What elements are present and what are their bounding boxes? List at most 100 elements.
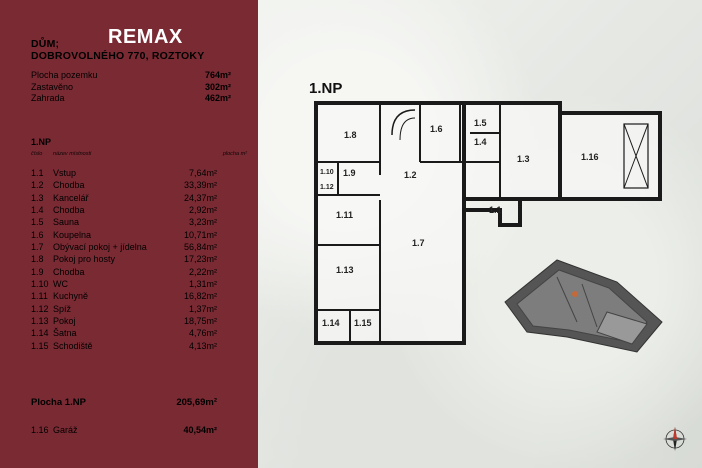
- room-row: 1.11 Kuchyně 16,82m²: [31, 290, 217, 302]
- room-area: 1,31m²: [188, 279, 217, 290]
- room-row: 1.12 Spíž 1,37m²: [31, 303, 217, 315]
- room-area: 2,22m²: [188, 266, 217, 277]
- garage-number: 1.16: [31, 425, 49, 435]
- room-name: Kuchyně: [53, 291, 89, 302]
- info-panel: [0, 0, 258, 468]
- header-room: název místnosti: [53, 151, 92, 157]
- room-name: Chodba: [53, 180, 85, 191]
- floor-total: Plocha 1.NP 205,69m²: [31, 397, 217, 408]
- room-area: 16,82m²: [183, 291, 217, 302]
- room-number: 1.8: [31, 254, 44, 265]
- table-header: číslo název místnosti plocha m²: [31, 151, 247, 157]
- room-number: 1.12: [31, 303, 49, 314]
- info-value: 764m²: [204, 70, 231, 80]
- room-row: 1.5 Sauna 3,23m²: [31, 216, 217, 228]
- plan-label-1-9: 1.9: [343, 168, 356, 178]
- room-name: Schodiště: [53, 340, 93, 351]
- room-number: 1.13: [31, 316, 49, 327]
- room-area: 4,76m²: [188, 328, 217, 339]
- room-area: 4,13m²: [188, 340, 217, 351]
- room-number: 1.9: [31, 266, 44, 277]
- room-row: 1.10 WC 1,31m²: [31, 278, 217, 290]
- room-number: 1.3: [31, 192, 44, 203]
- plan-label-1-3: 1.3: [517, 154, 530, 164]
- plan-label-1-16: 1.16: [581, 152, 599, 162]
- info-row: Plocha pozemku 764m²: [31, 70, 231, 82]
- room-name: Kancelář: [53, 192, 89, 203]
- garage-area: 40,54m²: [183, 425, 217, 435]
- room-number: 1.2: [31, 180, 44, 191]
- room-number: 1.11: [31, 291, 48, 302]
- room-area: 33,39m²: [183, 180, 217, 191]
- room-row: 1.2 Chodba 33,39m²: [31, 179, 217, 191]
- plan-label-1-12: 1.12: [320, 184, 334, 191]
- plan-label-1-11: 1.11: [336, 210, 353, 220]
- room-area: 1,37m²: [188, 303, 217, 314]
- info-label: Zastavěno: [31, 81, 74, 92]
- floor-heading: 1.NP: [31, 137, 52, 147]
- room-number: 1.10: [31, 279, 49, 290]
- room-number: 1.4: [31, 205, 44, 216]
- floor-plan: 1.8 1.6 1.5 1.4 1.3 1.16 1.2 1.10 1.9 1.…: [314, 101, 662, 345]
- plan-label-1-6: 1.6: [430, 124, 443, 134]
- header-area: plocha m²: [222, 151, 247, 157]
- isometric-model: [504, 259, 663, 353]
- plan-label-1-1: 1.1: [489, 205, 502, 215]
- title-line-2: DOBROVOLNÉHO 770, ROZTOKY: [31, 50, 205, 62]
- property-title: DŮM; DOBROVOLNÉHO 770, ROZTOKY: [31, 38, 204, 62]
- plan-label-1-5: 1.5: [474, 118, 487, 128]
- room-name: Obývací pokoj + jídelna: [53, 242, 147, 253]
- total-value: 205,69m²: [176, 397, 217, 408]
- room-name: Sauna: [53, 217, 80, 228]
- room-area: 17,23m²: [183, 254, 217, 265]
- room-area: 18,75m²: [183, 316, 217, 327]
- room-name: Vstup: [53, 168, 77, 178]
- compass-icon: [663, 427, 687, 451]
- room-row: 1.14 Šatna 4,76m²: [31, 327, 217, 339]
- total-label: Plocha 1.NP: [31, 397, 86, 408]
- room-name: Koupelna: [53, 229, 92, 240]
- room-area: 10,71m²: [183, 229, 217, 240]
- title-line-1: DŮM;: [31, 38, 60, 50]
- brand-logo: REMAX: [108, 26, 183, 48]
- room-name: Šatna: [53, 328, 77, 339]
- garage-row: 1.16 Garáž 40,54m²: [31, 425, 217, 435]
- room-name: WC: [53, 279, 68, 290]
- property-info: Plocha pozemku 764m² Zastavěno 302m² Zahra…: [31, 70, 231, 105]
- room-number: 1.1: [31, 168, 44, 178]
- room-row: 1.13 Pokoj 18,75m²: [31, 315, 217, 327]
- info-value: 302m²: [204, 81, 231, 92]
- plan-label-1-8: 1.8: [344, 130, 357, 140]
- room-name: Spíž: [53, 303, 72, 314]
- plan-walls: [314, 101, 662, 345]
- room-name: Pokoj pro hosty: [53, 254, 116, 265]
- plan-label-1-7: 1.7: [412, 238, 425, 248]
- room-number: 1.14: [31, 328, 49, 339]
- plan-label-1-2: 1.2: [404, 170, 417, 180]
- room-row: 1.3 Kancelář 24,37m²: [31, 192, 217, 204]
- room-row: 1.4 Chodba 2,92m²: [31, 204, 217, 216]
- plan-partitions: [316, 103, 649, 343]
- room-area: 2,92m²: [188, 205, 217, 216]
- plan-floor-label: 1.NP: [309, 80, 343, 97]
- info-label: Zahrada: [31, 93, 65, 103]
- room-area: 24,37m²: [183, 192, 217, 203]
- room-number: 1.5: [31, 217, 44, 228]
- room-row: 1.9 Chodba 2,22m²: [31, 266, 217, 278]
- room-name: Chodba: [53, 205, 85, 216]
- room-area: 56,84m²: [183, 242, 217, 253]
- room-name: Chodba: [53, 266, 85, 277]
- room-row: 1.8 Pokoj pro hosty 17,23m²: [31, 253, 217, 265]
- room-name: Pokoj: [53, 316, 76, 327]
- info-row: Zastavěno 302m²: [31, 82, 231, 94]
- room-area: 3,23m²: [188, 217, 217, 228]
- garage-name: Garáž: [53, 425, 78, 435]
- info-label: Plocha pozemku: [31, 70, 98, 80]
- room-number: 1.7: [31, 242, 44, 253]
- header-number: číslo: [31, 151, 43, 157]
